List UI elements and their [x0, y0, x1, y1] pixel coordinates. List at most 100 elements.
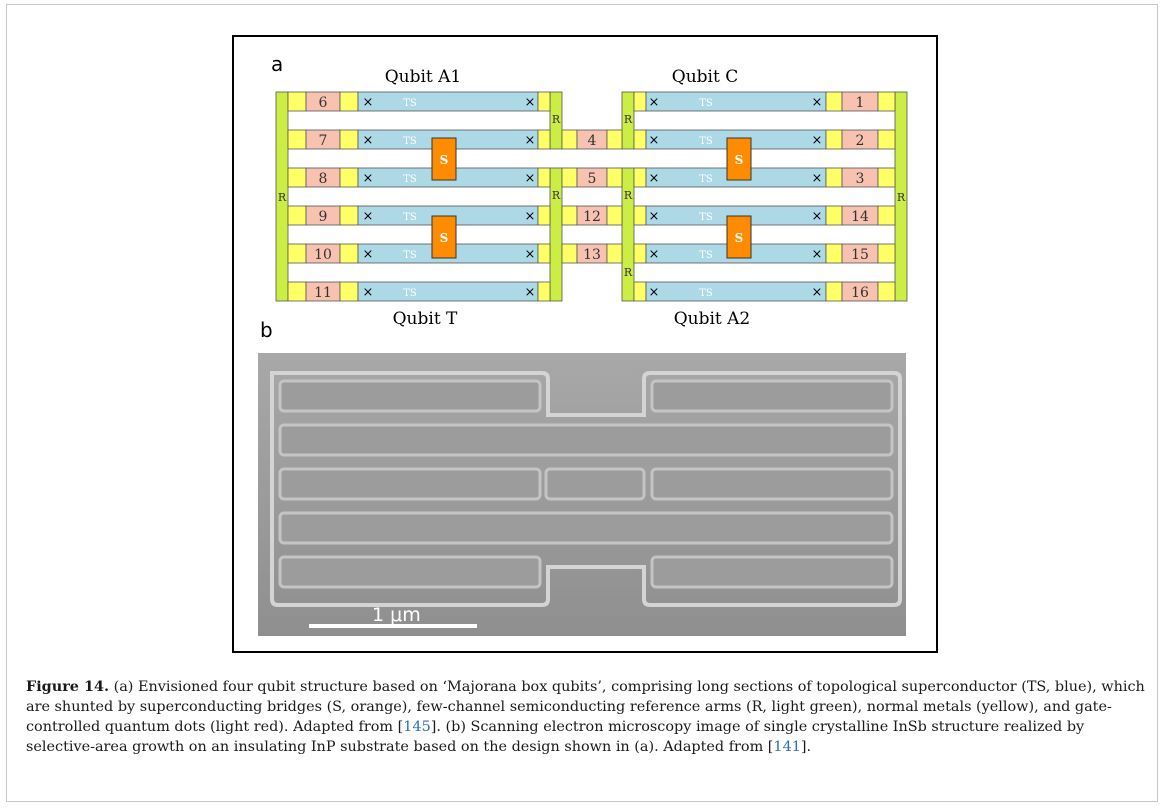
- normal-metal: [561, 167, 578, 188]
- dot-label: 4: [588, 133, 597, 149]
- normal-metal: [877, 167, 896, 188]
- normal-metal: [825, 129, 843, 150]
- normal-metal: [287, 167, 307, 188]
- s-label: S: [735, 231, 744, 245]
- normal-metal: [287, 281, 307, 302]
- cross-mark: ×: [363, 171, 374, 186]
- cross-mark: ×: [812, 95, 823, 110]
- normal-metal: [825, 167, 843, 188]
- s-bridge: [431, 215, 457, 259]
- caption-text-2: ]. (b) Scanning electron microscopy imag…: [26, 719, 1085, 755]
- r-label-inner-br2: R: [624, 266, 633, 279]
- cross-mark: ×: [649, 133, 660, 148]
- normal-metal: [877, 91, 896, 112]
- ts-label: TS: [699, 250, 713, 261]
- dot-label: 8: [319, 171, 328, 187]
- dot-label: 1: [856, 95, 865, 111]
- s-bridge: [431, 137, 457, 181]
- cross-mark: ×: [363, 285, 374, 300]
- cross-mark: ×: [363, 95, 374, 110]
- normal-metal: [537, 91, 551, 112]
- dot-label: 14: [851, 209, 869, 225]
- r-arm-right: [894, 91, 908, 302]
- cross-mark: ×: [649, 209, 660, 224]
- r-arm-inner-tl: [549, 91, 563, 150]
- r-label-inner-br: R: [624, 189, 633, 202]
- dot-label: 2: [856, 133, 865, 149]
- ts-label: TS: [699, 98, 713, 109]
- r-label-inner-tr: R: [624, 113, 633, 126]
- cross-mark: ×: [649, 171, 660, 186]
- normal-metal: [537, 205, 551, 226]
- cross-mark: ×: [525, 171, 536, 186]
- r-arm-left: [275, 91, 289, 302]
- caption-text-1: (a) Envisioned four qubit structure base…: [26, 679, 1145, 735]
- qubit-a2-label: Qubit A2: [674, 309, 751, 329]
- reference-link-141[interactable]: 141: [773, 739, 801, 755]
- ts-section: [645, 91, 827, 112]
- cross-mark: ×: [812, 171, 823, 186]
- s-label: S: [735, 153, 744, 167]
- ts-label: TS: [403, 288, 417, 299]
- sem-structure: [258, 353, 906, 636]
- normal-metal: [287, 205, 307, 226]
- s-label: S: [440, 153, 449, 167]
- dot-label: 9: [319, 209, 328, 225]
- figure-caption: Figure 14. (a) Envisioned four qubit str…: [26, 677, 1146, 757]
- normal-metal: [537, 167, 551, 188]
- cross-mark: ×: [812, 247, 823, 262]
- dot-label: 15: [851, 247, 869, 263]
- qubit-c-label: Qubit C: [672, 67, 738, 87]
- normal-metal: [877, 243, 896, 264]
- scale-bar-label: 1 μm: [372, 604, 421, 626]
- dot-label: 11: [314, 285, 332, 301]
- normal-metal: [877, 205, 896, 226]
- normal-metal: [877, 129, 896, 150]
- ts-section: [645, 281, 827, 302]
- normal-metal: [287, 91, 307, 112]
- qubit-a1-label: Qubit A1: [385, 67, 462, 87]
- cross-mark: ×: [525, 95, 536, 110]
- normal-metal: [825, 91, 843, 112]
- dot-label: 10: [314, 247, 332, 263]
- reference-link-145[interactable]: 145: [403, 719, 431, 735]
- normal-metal: [561, 205, 578, 226]
- dot-label: 16: [851, 285, 869, 301]
- cross-mark: ×: [649, 285, 660, 300]
- cross-mark: ×: [363, 209, 374, 224]
- cross-mark: ×: [812, 285, 823, 300]
- cross-mark: ×: [525, 247, 536, 262]
- sem-image: [258, 353, 906, 636]
- cross-mark: ×: [363, 133, 374, 148]
- normal-metal: [537, 281, 551, 302]
- dot-label: 12: [583, 209, 601, 225]
- normal-metal: [287, 243, 307, 264]
- normal-metal: [561, 243, 578, 264]
- s-bridge: [726, 215, 752, 259]
- qubit-t-label: Qubit T: [393, 309, 458, 329]
- caption-text-3: ].: [800, 739, 812, 755]
- normal-metal: [606, 129, 623, 150]
- r-label-right: R: [897, 191, 906, 204]
- ts-label: TS: [699, 136, 713, 147]
- normal-metal: [633, 167, 647, 188]
- normal-metal: [633, 129, 647, 150]
- cross-mark: ×: [525, 209, 536, 224]
- s-label: S: [440, 231, 449, 245]
- figure-label: Figure 14.: [26, 678, 109, 695]
- s-bridge: [726, 137, 752, 181]
- r-label-inner-bl: R: [552, 189, 561, 202]
- cross-mark: ×: [649, 247, 660, 262]
- r-label-left: R: [278, 191, 287, 204]
- normal-metal: [606, 205, 623, 226]
- cross-mark: ×: [649, 95, 660, 110]
- dot-label: 3: [856, 171, 865, 187]
- cross-mark: ×: [525, 133, 536, 148]
- ts-label: TS: [403, 250, 417, 261]
- ts-label: TS: [403, 212, 417, 223]
- ts-label: TS: [403, 174, 417, 185]
- panel-b-letter: b: [260, 318, 273, 342]
- normal-metal: [339, 281, 359, 302]
- dot-label: 7: [319, 133, 328, 149]
